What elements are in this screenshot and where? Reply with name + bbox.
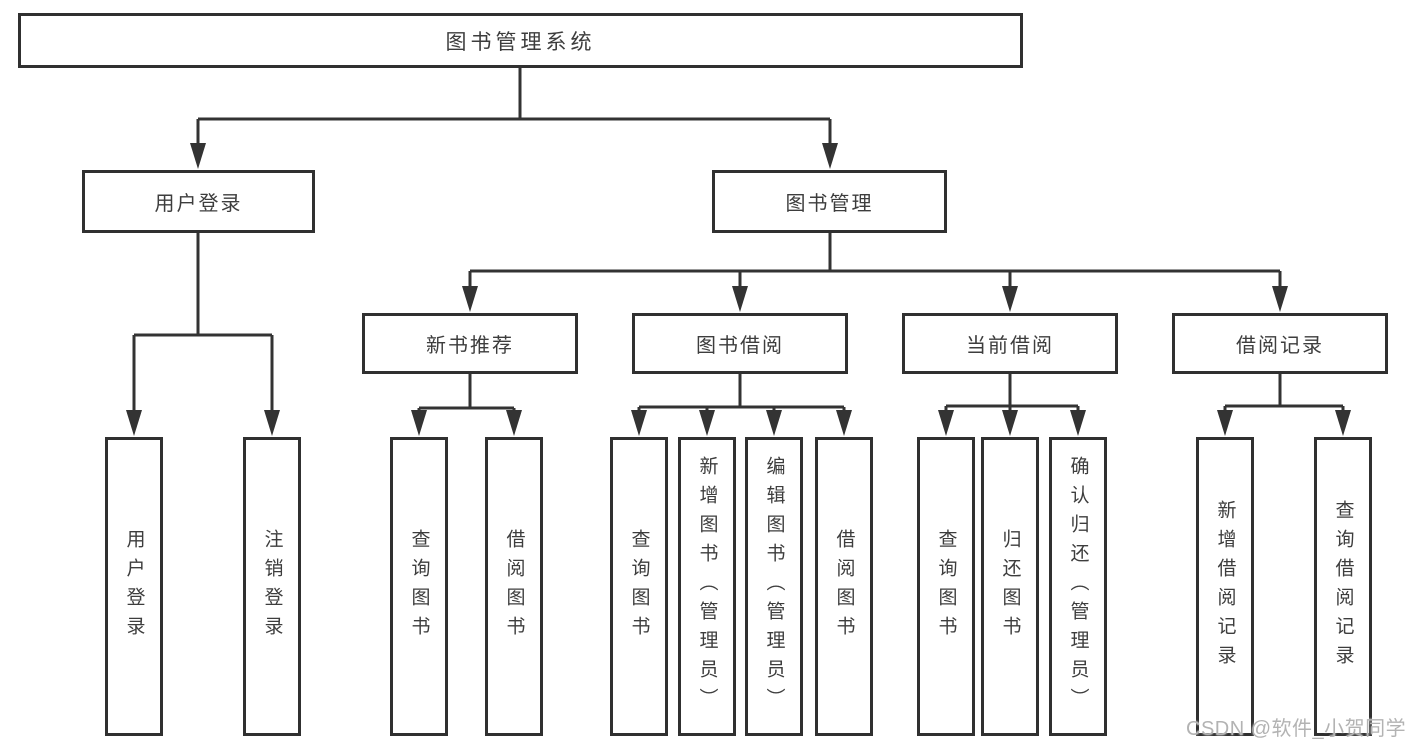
node-borrow-record: 借阅记录 [1172, 313, 1388, 374]
connector-book-borrow-children [631, 374, 852, 436]
node-book-borrow: 图书借阅 [632, 313, 848, 374]
watermark: CSDN @软件_小贺同学 [1186, 718, 1405, 740]
node-new-book-recommend: 新书推荐 [362, 313, 578, 374]
node-root-system: 图书管理系统 [18, 13, 1023, 68]
arrow-down-icon [1002, 410, 1018, 436]
leaf-add-book-admin: 新增图书（管理员） [678, 437, 736, 736]
arrow-down-icon [822, 143, 838, 169]
node-user-login: 用户登录 [82, 170, 315, 233]
node-current-borrow: 当前借阅 [902, 313, 1118, 374]
connector-new-book-children [411, 374, 522, 436]
arrow-down-icon [190, 143, 206, 169]
arrow-down-icon [411, 410, 427, 436]
arrow-down-icon [938, 410, 954, 436]
arrow-down-icon [1335, 410, 1351, 436]
arrow-down-icon [766, 410, 782, 436]
leaf-logout: 注销登录 [243, 437, 301, 736]
arrow-down-icon [732, 286, 748, 312]
leaf-query-book-1: 查询图书 [390, 437, 448, 736]
arrow-down-icon [699, 410, 715, 436]
connector-root-to-level2 [190, 68, 838, 169]
leaf-user-login: 用户登录 [105, 437, 163, 736]
leaf-borrow-book-2: 借阅图书 [815, 437, 873, 736]
leaf-query-borrow-record: 查询借阅记录 [1314, 437, 1372, 736]
arrow-down-icon [506, 410, 522, 436]
connector-book-mgmt-children [462, 233, 1288, 312]
arrow-down-icon [1070, 410, 1086, 436]
node-book-management: 图书管理 [712, 170, 947, 233]
connector-user-login-children [126, 233, 280, 436]
arrow-down-icon [1272, 286, 1288, 312]
leaf-borrow-book-1: 借阅图书 [485, 437, 543, 736]
leaf-query-book-2: 查询图书 [610, 437, 668, 736]
arrow-down-icon [1002, 286, 1018, 312]
leaf-return-book: 归还图书 [981, 437, 1039, 736]
leaf-query-book-3: 查询图书 [917, 437, 975, 736]
arrow-down-icon [126, 410, 142, 436]
connector-current-borrow-children [938, 374, 1086, 436]
arrow-down-icon [631, 410, 647, 436]
leaf-add-borrow-record: 新增借阅记录 [1196, 437, 1254, 736]
arrow-down-icon [836, 410, 852, 436]
leaf-confirm-return-admin: 确认归还（管理员） [1049, 437, 1107, 736]
arrow-down-icon [462, 286, 478, 312]
connector-borrow-record-children [1217, 374, 1351, 436]
leaf-edit-book-admin: 编辑图书（管理员） [745, 437, 803, 736]
arrow-down-icon [264, 410, 280, 436]
arrow-down-icon [1217, 410, 1233, 436]
